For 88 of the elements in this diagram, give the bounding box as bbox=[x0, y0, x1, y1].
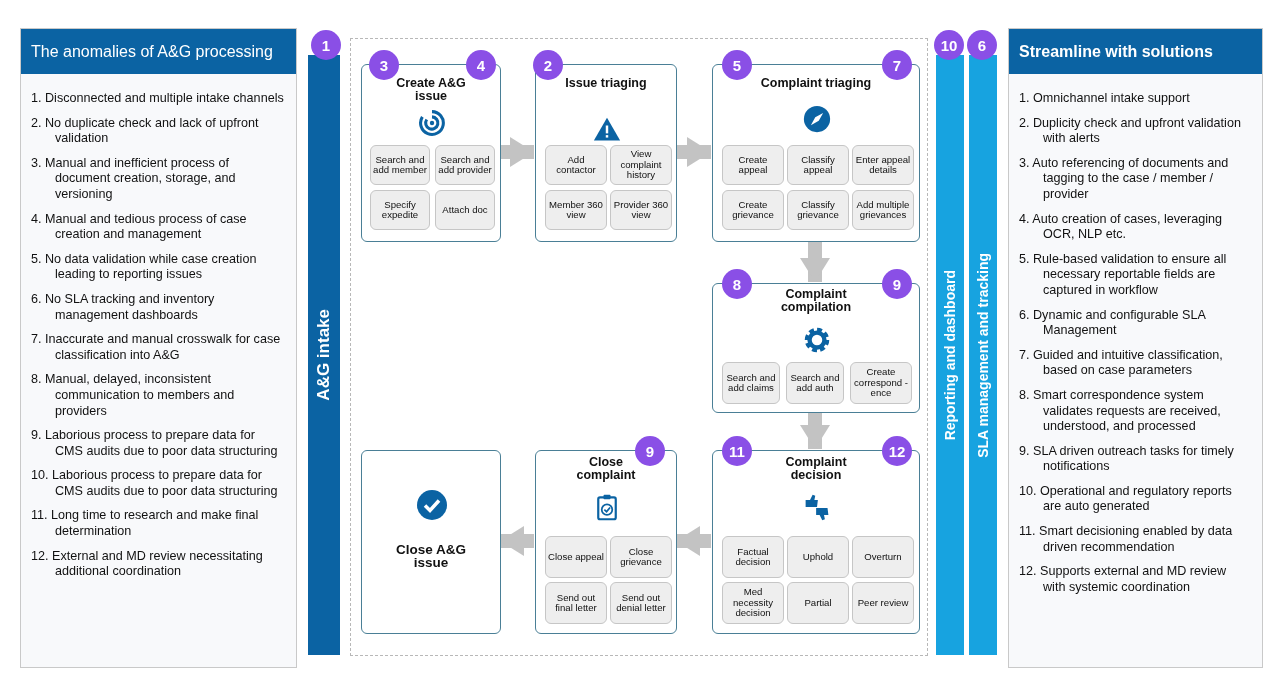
task-tile: Attach doc bbox=[435, 190, 495, 230]
list-item: 12. External and MD review necessitating additional coordination bbox=[30, 548, 264, 580]
task-tile: Search and add claims bbox=[722, 362, 780, 404]
side-band bbox=[969, 55, 997, 655]
task-tile: Close appeal bbox=[545, 536, 607, 578]
list-item: 3. Auto referencing of documents and tagging to the case / member / provider bbox=[1018, 155, 1230, 203]
list-item: 4. Manual and tedious process of case creation and management bbox=[30, 211, 248, 243]
task-tile: Overturn bbox=[852, 536, 914, 578]
task-tile: Send out final letter bbox=[545, 582, 607, 624]
stage-card bbox=[361, 450, 501, 634]
band-label: SLA management and tracking bbox=[975, 252, 991, 458]
stage-title: Close complaint bbox=[575, 456, 637, 482]
number-marker: 5 bbox=[722, 50, 752, 80]
list-item: 8. Manual, delayed, inconsistent communication to members and providers bbox=[30, 372, 236, 420]
task-tile: Close grievance bbox=[610, 536, 672, 578]
task-tile: View complaint history bbox=[610, 145, 672, 185]
flow-arrow bbox=[800, 412, 830, 449]
list-item: 9. Laborious process to prepare data for CMS audits due to poor data structuring bbox=[30, 428, 279, 460]
flow-arrow bbox=[800, 241, 830, 282]
number-marker: 9 bbox=[882, 269, 912, 299]
panel-heading: The anomalies of A&G processing bbox=[21, 29, 296, 74]
stage-title: Issue triaging bbox=[564, 77, 648, 90]
list-item: 12. Supports external and MD review with systemic coordination bbox=[1018, 564, 1228, 596]
task-tile: Peer review bbox=[852, 582, 914, 624]
list-item: 7. Inaccurate and manual crosswalk for case classification into A&G bbox=[30, 332, 282, 364]
task-tile: Create appeal bbox=[722, 145, 784, 185]
flow-arrow bbox=[500, 526, 534, 556]
list-item: 4. Auto creation of cases, leveraging OCR, NLP etc. bbox=[1018, 211, 1224, 243]
task-tile: Add contactor bbox=[545, 145, 607, 185]
number-marker: 10 bbox=[934, 30, 964, 60]
list-item: 5. Rule-based validation to ensure all necessary reportable fields are captured in workflow bbox=[1018, 251, 1228, 299]
task-tile: Med necessity decision bbox=[722, 582, 784, 624]
stage-title: Complaint triaging bbox=[759, 77, 873, 90]
info-panel bbox=[20, 28, 297, 668]
list-item: 5. No data validation while case creation leading to reporting issues bbox=[30, 251, 258, 283]
stage-title: Close A&G issue bbox=[395, 543, 467, 569]
task-tile: Provider 360 view bbox=[610, 190, 672, 230]
list-item: 9. SLA driven outreach tasks for timely notifications bbox=[1018, 443, 1235, 475]
number-marker: 6 bbox=[967, 30, 997, 60]
panel-heading: Streamline with solutions bbox=[1009, 29, 1262, 74]
task-tile: Search and add auth bbox=[786, 362, 844, 404]
task-tile: Specify expedite bbox=[370, 190, 430, 230]
list-item: 3. Manual and inefficient process of document creation, storage, and versioning bbox=[30, 155, 237, 203]
task-tile: Add multiple grievances bbox=[852, 190, 914, 230]
task-tile: Classify appeal bbox=[787, 145, 849, 185]
task-tile: Search and add provider bbox=[435, 145, 495, 185]
list-item: 6. No SLA tracking and inventory management dashboards bbox=[30, 291, 216, 324]
info-panel bbox=[1008, 28, 1263, 668]
number-marker: 2 bbox=[533, 50, 563, 80]
task-tile: Factual decision bbox=[722, 536, 784, 578]
band-label: Reporting and dashboard bbox=[942, 269, 958, 441]
list-item: 1. Omnichannel intake support bbox=[1018, 91, 1191, 107]
task-tile: Enter appeal details bbox=[852, 145, 914, 185]
list-item: 10. Operational and regulatory reports are auto generated bbox=[1018, 483, 1233, 516]
number-marker: 8 bbox=[722, 269, 752, 299]
number-marker: 9 bbox=[635, 436, 665, 466]
list-item: 11. Long time to research and make final determination bbox=[30, 508, 260, 540]
list-item: 2. No duplicate check and lack of upfront validation bbox=[30, 115, 260, 147]
list-item: 10. Laborious process to prepare data for CMS audits due to poor data structuring bbox=[30, 468, 279, 500]
task-tile: Send out denial letter bbox=[610, 582, 672, 624]
stage-title: Complaint compilation bbox=[779, 288, 853, 314]
list-item: 11. Smart decisioning enabled by data driven recommendation bbox=[1018, 524, 1234, 556]
task-tile: Create correspond -ence bbox=[850, 362, 912, 404]
band-label: A&G intake bbox=[314, 309, 334, 401]
number-marker: 11 bbox=[722, 436, 752, 466]
number-marker: 4 bbox=[466, 50, 496, 80]
list-item: 7. Guided and intuitive classification, based on case parameters bbox=[1018, 347, 1224, 379]
task-tile: Classify grievance bbox=[787, 190, 849, 230]
number-marker: 1 bbox=[311, 30, 341, 60]
number-marker: 7 bbox=[882, 50, 912, 80]
dashed-frame bbox=[350, 38, 928, 656]
task-tile: Create grievance bbox=[722, 190, 784, 230]
list-item: 1. Disconnected and multiple intake channels bbox=[30, 91, 284, 107]
task-tile: Uphold bbox=[787, 536, 849, 578]
task-tile: Partial bbox=[787, 582, 849, 624]
stage-title: Complaint decision bbox=[784, 456, 848, 482]
side-band bbox=[308, 55, 340, 655]
side-band bbox=[936, 55, 964, 655]
task-tile: Search and add member bbox=[370, 145, 430, 185]
list-item: 8. Smart correspondence system validates requests are received, understood, and processed bbox=[1018, 387, 1222, 435]
number-marker: 12 bbox=[882, 436, 912, 466]
task-tile: Member 360 view bbox=[545, 190, 607, 230]
flow-arrow bbox=[676, 137, 711, 167]
flow-arrow bbox=[676, 526, 711, 556]
stage-title: Create A&G issue bbox=[395, 77, 467, 103]
list-item: 6. Dynamic and configurable SLA Management bbox=[1018, 307, 1207, 339]
flow-arrow bbox=[500, 137, 534, 167]
list-item: 2. Duplicity check and upfront validation with alerts bbox=[1018, 115, 1242, 147]
